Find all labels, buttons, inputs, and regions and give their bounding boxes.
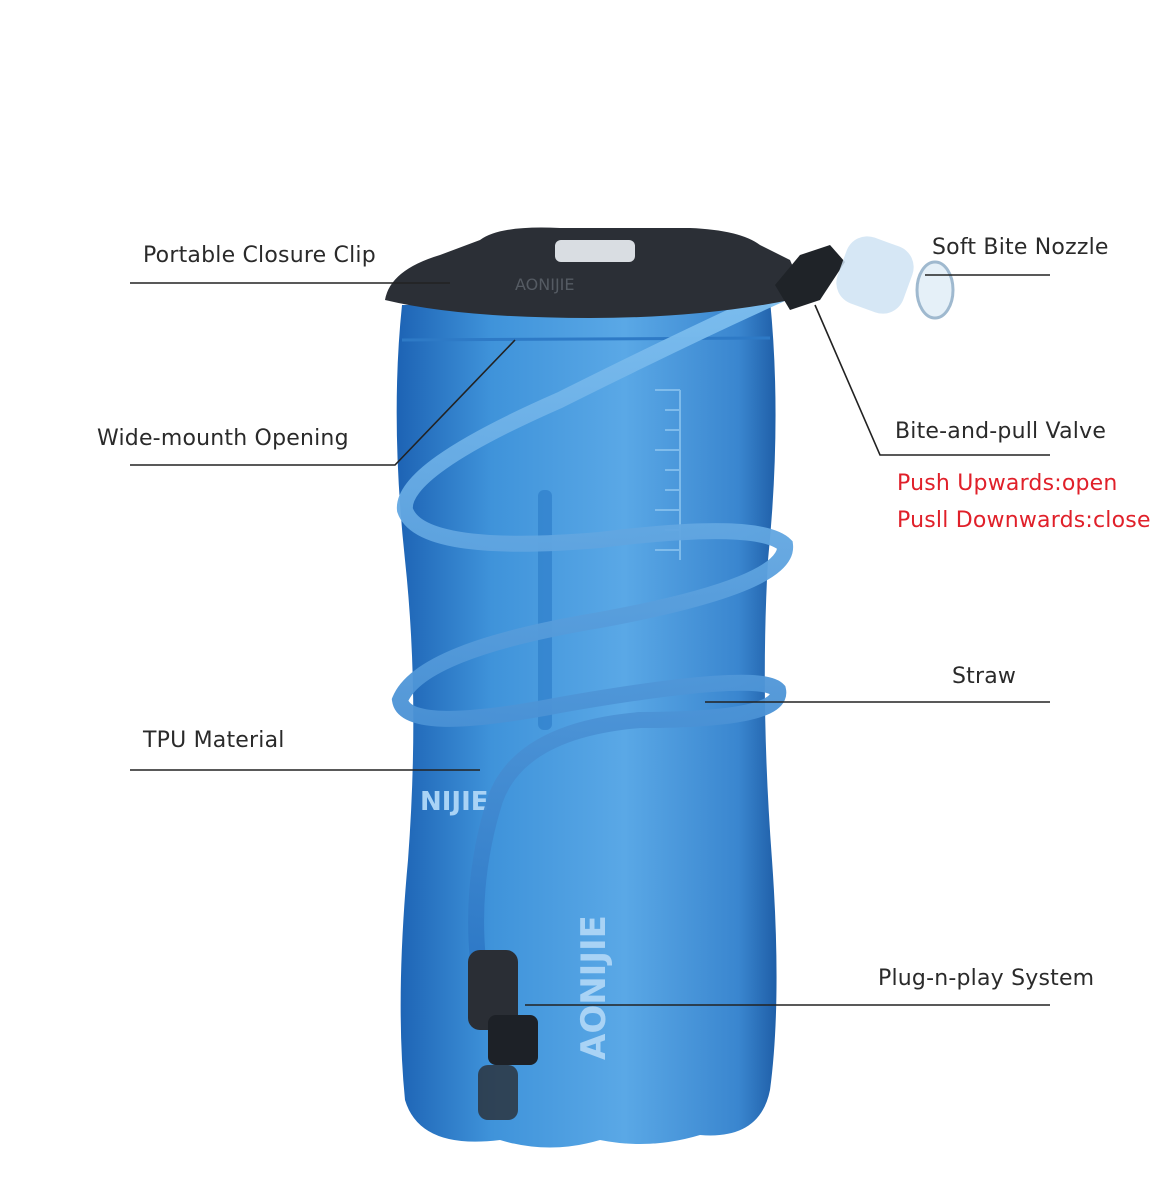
label-valve-open: Push Upwards:open	[897, 471, 1118, 496]
callout-lines	[130, 274, 1050, 1006]
svg-text:NIJIE: NIJIE	[420, 787, 489, 817]
label-bite-nozzle: Soft Bite Nozzle	[932, 235, 1109, 260]
label-straw: Straw	[952, 664, 1017, 689]
svg-text:AONIJIE: AONIJIE	[515, 275, 575, 294]
bite-valve	[775, 245, 845, 310]
label-material: TPU Material	[143, 728, 285, 753]
label-valve-close: Pusll Downwards:close	[897, 508, 1151, 533]
straw-tube	[391, 282, 798, 968]
brand-logo: AONIJIE	[574, 915, 614, 1060]
closure-clip	[385, 227, 795, 318]
plug-connector	[468, 950, 518, 1030]
label-opening: Wide-mounth Opening	[97, 426, 349, 451]
bite-nozzle	[836, 236, 914, 314]
label-closure-clip: Portable Closure Clip	[143, 243, 376, 268]
label-valve: Bite-and-pull Valve	[895, 419, 1107, 444]
label-plug: Plug-n-play System	[878, 966, 1095, 991]
